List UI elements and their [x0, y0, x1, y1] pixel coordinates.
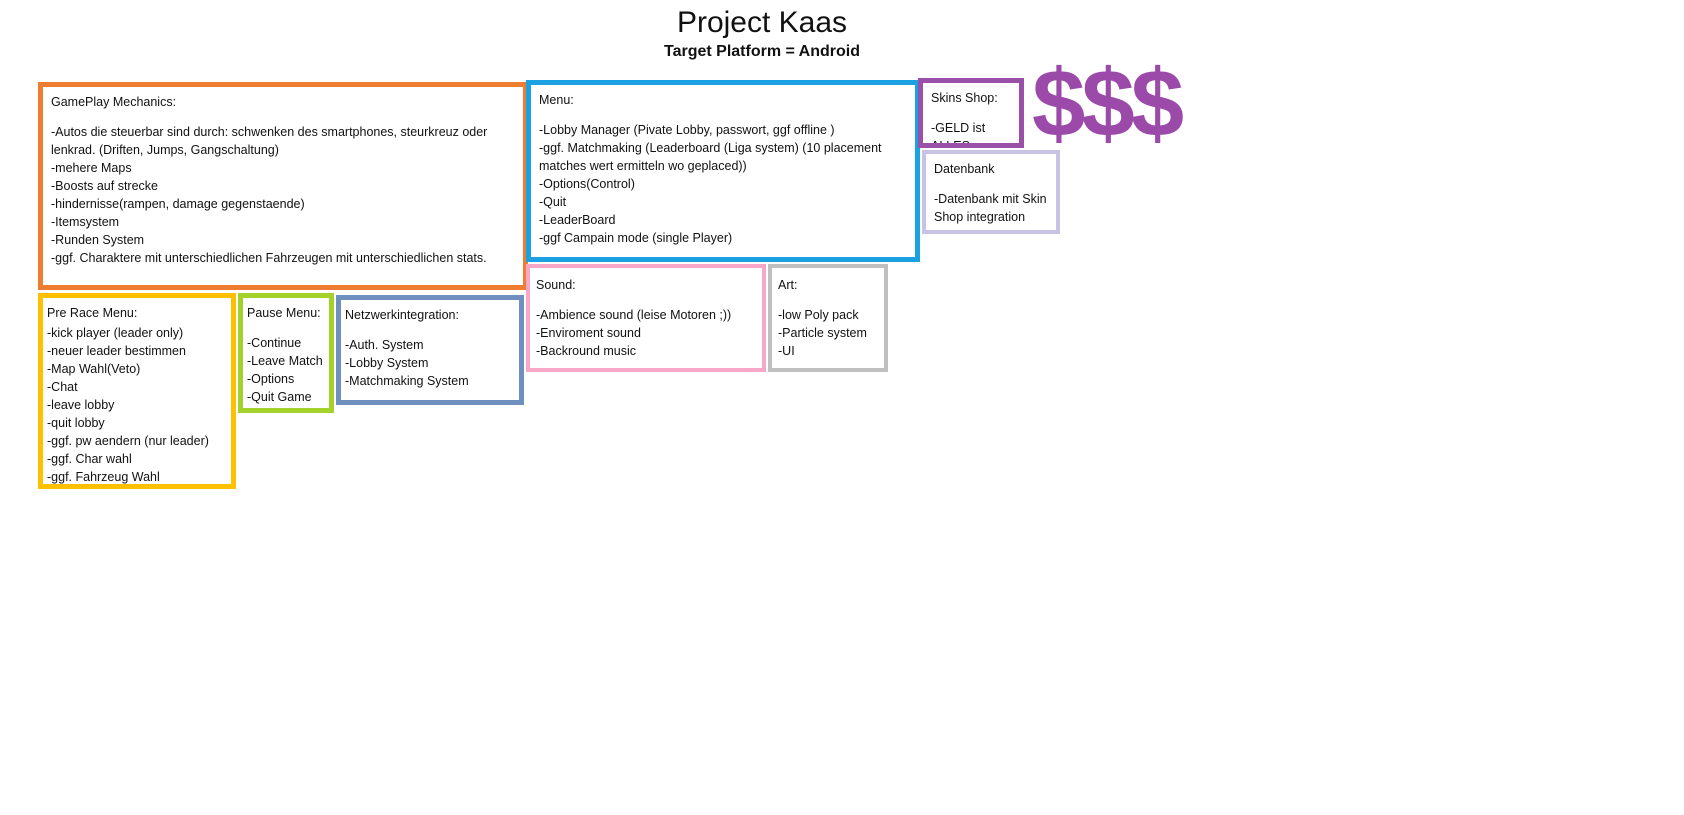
list-item: -Itemsystem — [51, 215, 120, 229]
list-item: -Leave Match — [247, 354, 323, 368]
list-item: -ggf Campain mode (single Player) — [539, 231, 733, 245]
list-item: -ggf. pw aendern (nur leader) — [47, 434, 209, 448]
list-item: -Lobby System — [345, 356, 429, 370]
menu-box: Menu: -Lobby Manager (Pivate Lobby, pass… — [526, 80, 920, 262]
gameplay-heading: GamePlay Mechanics: — [51, 95, 177, 109]
art-list: -low Poly pack -Particle system -UI — [778, 306, 878, 360]
skins-list: -GELD ist ALLES — [931, 119, 1011, 148]
list-item: -ggf. Charaktere mit unterschiedlichen F… — [51, 251, 487, 265]
list-item: -Quit Game — [247, 390, 312, 404]
list-item: -leave lobby — [47, 398, 115, 412]
gameplay-mechanics-box: GamePlay Mechanics: -Autos die steuerbar… — [38, 82, 528, 290]
art-box: Art: -low Poly pack -Particle system -UI — [768, 264, 888, 372]
list-item: -Boosts auf strecke — [51, 179, 158, 193]
sound-list: -Ambience sound (leise Motoren ;)) -Envi… — [536, 306, 756, 360]
netz-heading: Netzwerkintegration: — [345, 308, 459, 322]
datenbank-heading: Datenbank — [934, 162, 995, 176]
list-item: -Matchmaking System — [345, 374, 469, 388]
list-item: -Auth. System — [345, 338, 424, 352]
list-item: -Quit — [539, 195, 567, 209]
list-item: -GELD ist ALLES — [931, 121, 986, 148]
list-item: -Backround music — [536, 344, 637, 358]
prerace-heading: Pre Race Menu: — [47, 306, 138, 320]
list-item: -ggf. Matchmaking (Leaderboard (Liga sys… — [539, 141, 882, 173]
page-subtitle: Target Platform = Android — [663, 43, 860, 60]
pause-heading: Pause Menu: — [247, 306, 321, 320]
list-item: -Autos die steuerbar sind durch: schwenk… — [51, 125, 488, 157]
skins-shop-box: Skins Shop: -GELD ist ALLES — [918, 78, 1024, 148]
list-item: -low Poly pack — [778, 308, 859, 322]
menu-list: -Lobby Manager (Pivate Lobby, passwort, … — [539, 121, 907, 247]
list-item: -hindernisse(rampen, damage gegenstaende… — [51, 197, 305, 211]
list-item: -Chat — [47, 380, 78, 394]
list-item: -quit lobby — [47, 416, 105, 430]
list-item: -Options(Control) — [539, 177, 635, 191]
list-item: -Particle system — [778, 326, 867, 340]
menu-heading: Menu: — [539, 93, 574, 107]
dollar-signs: $$$ — [1032, 50, 1184, 157]
skins-heading: Skins Shop: — [931, 91, 998, 105]
list-item: -Continue — [247, 336, 302, 350]
pause-menu-box: Pause Menu: -Continue -Leave Match -Opti… — [238, 293, 334, 413]
list-item: -Lobby Manager (Pivate Lobby, passwort, … — [539, 123, 835, 137]
list-item: -mehere Maps — [51, 161, 132, 175]
art-heading: Art: — [778, 278, 798, 292]
datenbank-box: Datenbank -Datenbank mit Skin Shop integ… — [922, 150, 1060, 234]
page-title: Project Kaas — [676, 6, 848, 39]
netz-list: -Auth. System -Lobby System -Matchmaking… — [345, 336, 515, 390]
list-item: -Ambience sound (leise Motoren ;)) — [536, 308, 732, 322]
list-item: -LeaderBoard — [539, 213, 616, 227]
sound-heading: Sound: — [536, 278, 576, 292]
list-item: -neuer leader bestimmen — [47, 344, 186, 358]
gameplay-list: -Autos die steuerbar sind durch: schwenk… — [51, 123, 515, 267]
sound-box: Sound: -Ambience sound (leise Motoren ;)… — [526, 264, 766, 372]
list-item: -kick player (leader only) — [47, 326, 184, 340]
pre-race-menu-box: Pre Race Menu: -kick player (leader only… — [38, 293, 236, 489]
netzwerkintegration-box: Netzwerkintegration: -Auth. System -Lobb… — [336, 295, 524, 405]
list-item: -ggf. Fahrzeug Wahl — [47, 470, 160, 484]
list-item: -UI — [778, 344, 795, 358]
prerace-list: -kick player (leader only) -neuer leader… — [47, 324, 227, 484]
list-item: -Options — [247, 372, 295, 386]
pause-list: -Continue -Leave Match -Options -Quit Ga… — [247, 334, 325, 406]
list-item: -Datenbank mit Skin Shop integration — [934, 192, 1047, 224]
list-item: -Runden System — [51, 233, 145, 247]
list-item: -Enviroment sound — [536, 326, 641, 340]
list-item: -ggf. Char wahl — [47, 452, 132, 466]
datenbank-list: -Datenbank mit Skin Shop integration — [934, 190, 1048, 226]
list-item: -Map Wahl(Veto) — [47, 362, 141, 376]
